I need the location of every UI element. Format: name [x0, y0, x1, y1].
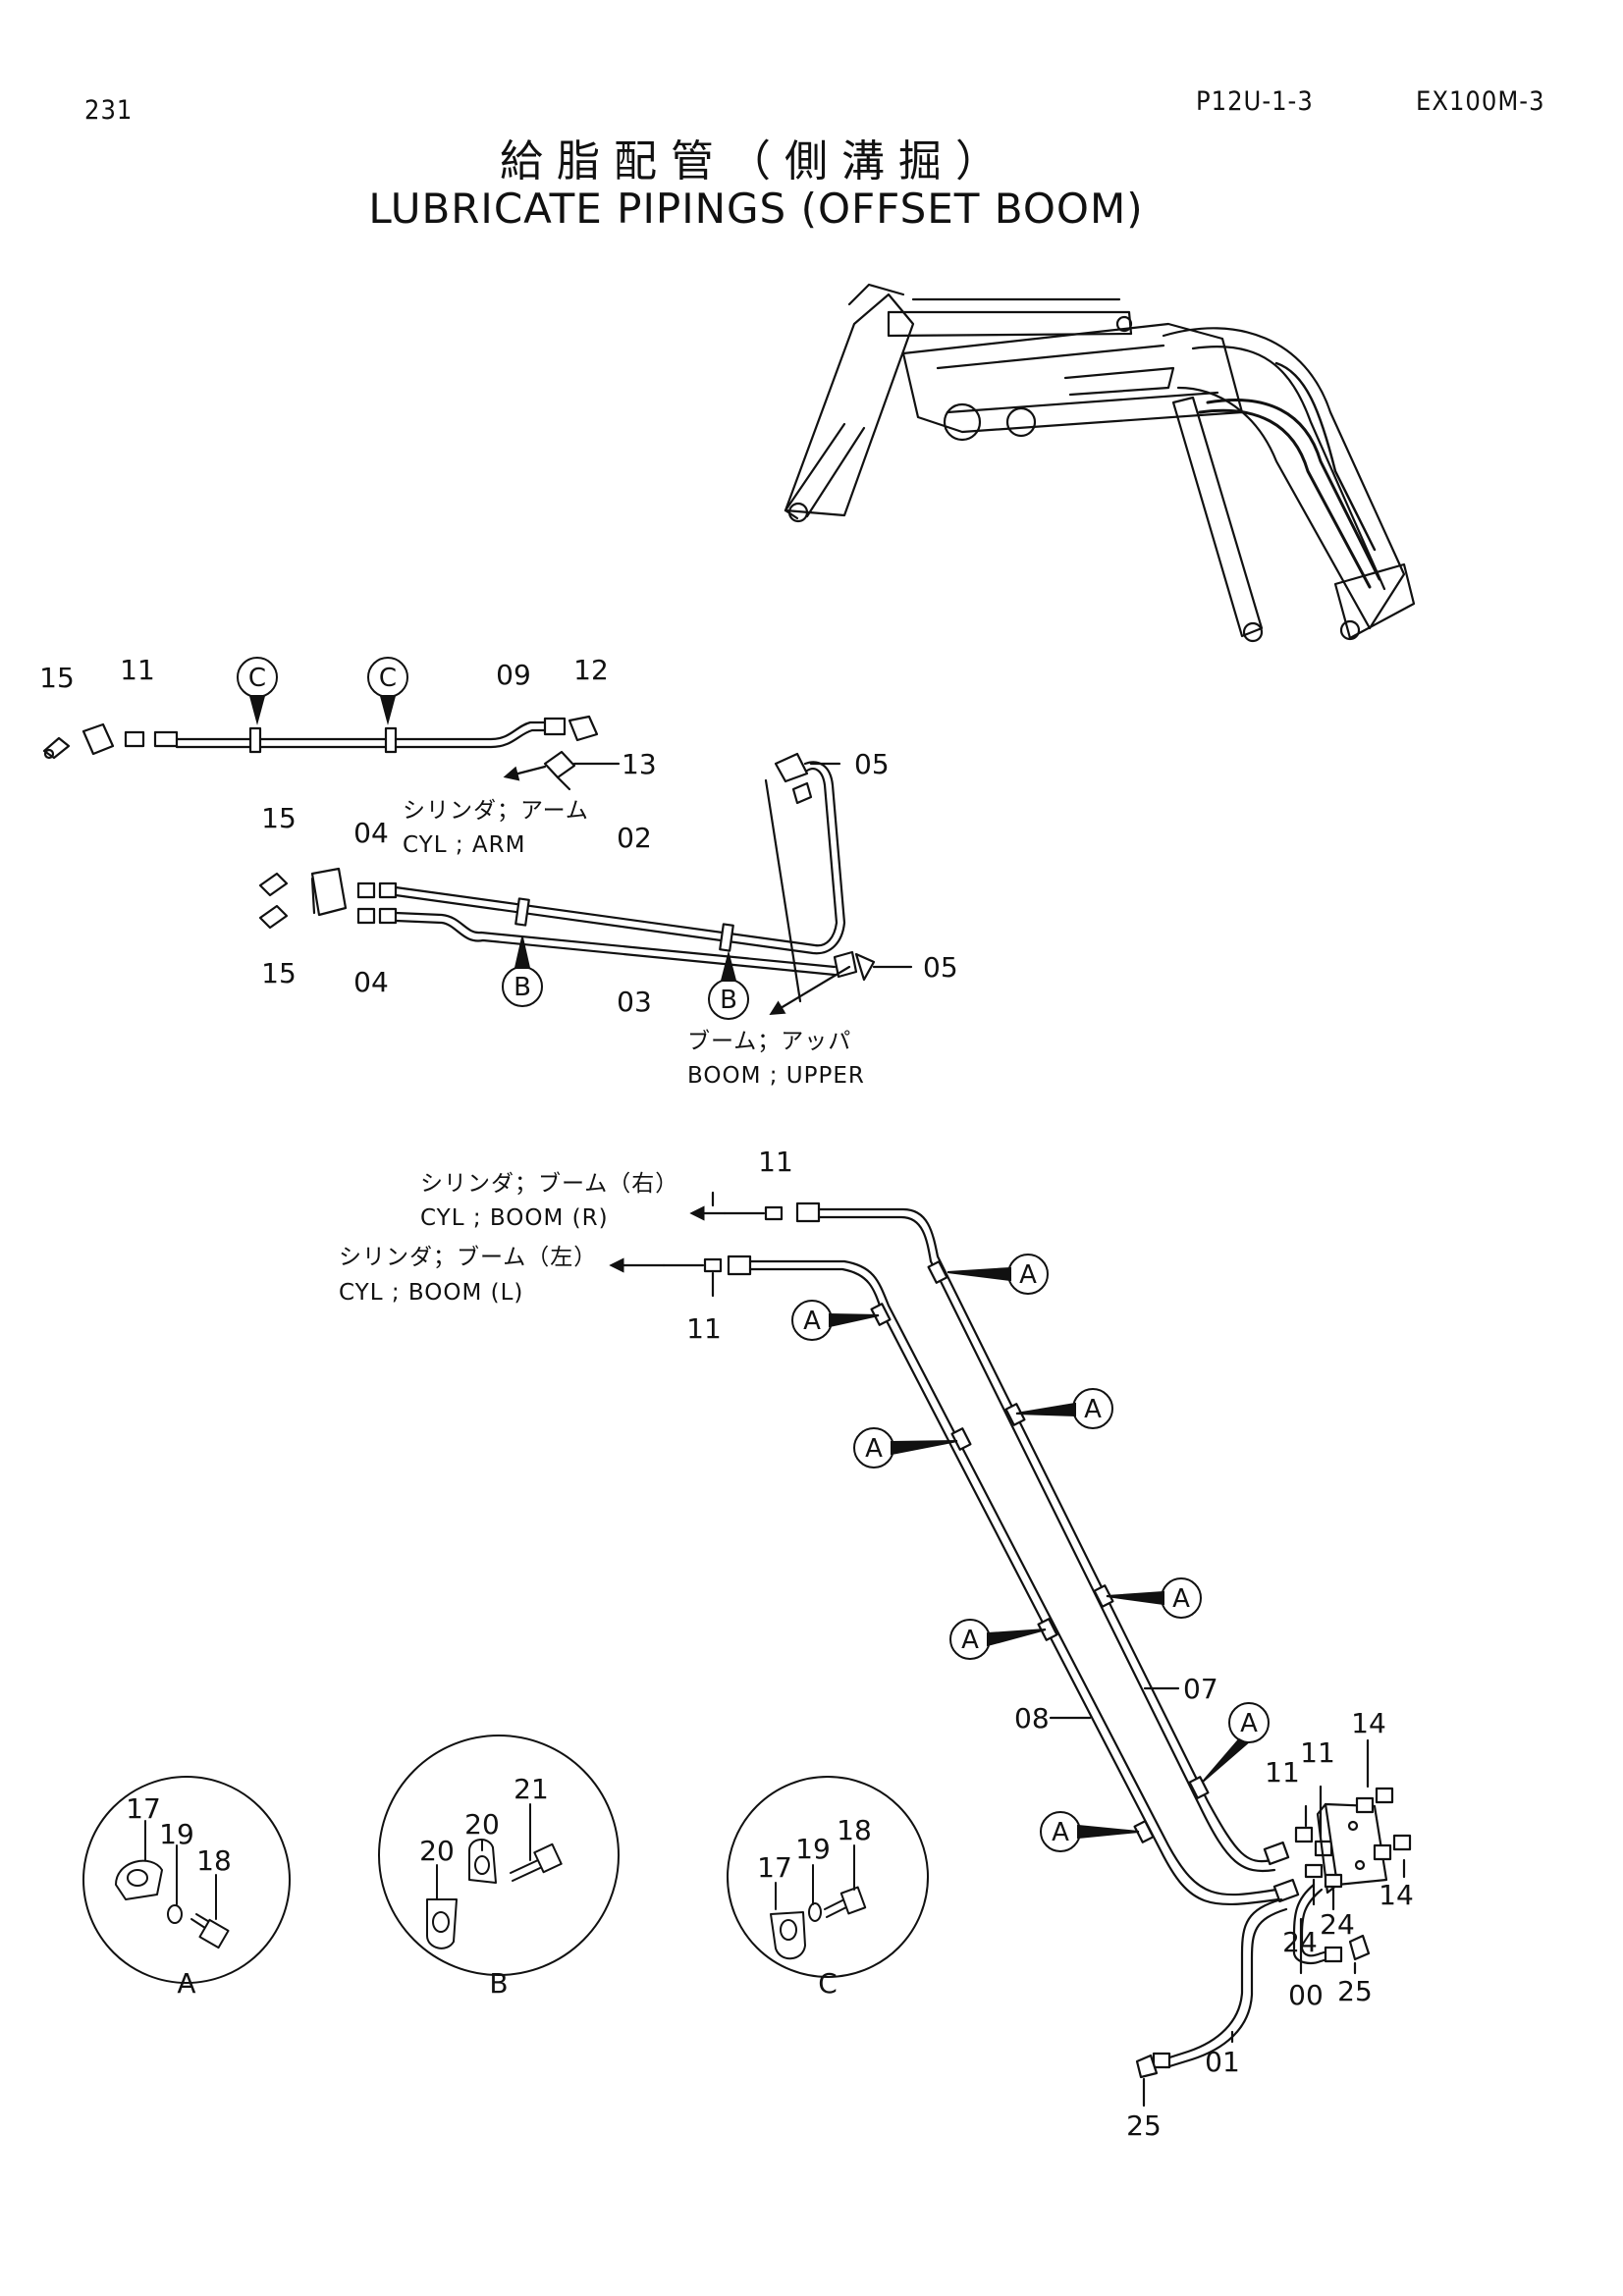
label-05: 05 — [923, 951, 958, 984]
label-07: 07 — [1183, 1673, 1218, 1705]
svg-text:20: 20 — [464, 1808, 500, 1841]
caption-boom-l-en: CYL ; BOOM (L) — [339, 1280, 523, 1306]
title-japanese: 給脂配管（側溝掘） — [500, 136, 1012, 187]
svg-text:A: A — [1084, 1395, 1102, 1424]
label-11: 11 — [686, 1312, 722, 1345]
svg-text:19: 19 — [159, 1818, 194, 1850]
caption-boom-upper-en: BOOM ; UPPER — [687, 1063, 865, 1089]
title-english: LUBRICATE PIPINGS (OFFSET BOOM) — [368, 185, 1144, 233]
label-24: 24 — [1320, 1908, 1355, 1941]
svg-text:A: A — [961, 1626, 979, 1655]
label-25: 25 — [1126, 2109, 1162, 2142]
svg-text:C: C — [248, 664, 266, 693]
destination-captions: シリンダ；アーム CYL ; ARM ブーム；アッパ BOOM ; UPPER … — [339, 798, 865, 1306]
caption-boom-l-jp: シリンダ；ブーム（左） — [339, 1245, 597, 1270]
svg-text:19: 19 — [795, 1833, 831, 1865]
detail-view-b — [378, 1735, 620, 1976]
detail-label-a: A — [177, 1967, 195, 2000]
label-14: 14 — [1351, 1707, 1386, 1739]
callout-bubbles — [237, 657, 1270, 1852]
boom-arm-illustration — [784, 283, 1416, 643]
svg-text:C: C — [379, 664, 397, 693]
label-04: 04 — [353, 966, 389, 998]
svg-text:B: B — [720, 986, 737, 1015]
svg-text:A: A — [1019, 1260, 1037, 1290]
detail-view-c — [727, 1776, 929, 1978]
caption-boom-r-jp: シリンダ；ブーム（右） — [420, 1171, 678, 1197]
label-15: 15 — [39, 662, 75, 694]
label-03: 03 — [617, 986, 652, 1018]
svg-text:18: 18 — [837, 1814, 872, 1846]
label-11: 11 — [758, 1146, 793, 1178]
label-12: 12 — [573, 654, 609, 686]
svg-text:A: A — [865, 1434, 883, 1464]
label-15: 15 — [261, 802, 297, 834]
detail-view-a — [82, 1776, 291, 1984]
label-08: 08 — [1014, 1702, 1050, 1735]
model-number: EX100M-3 — [1416, 86, 1545, 117]
svg-text:A: A — [1052, 1818, 1069, 1847]
arm-pipe-assembly — [42, 715, 621, 791]
label-00: 00 — [1288, 1979, 1324, 2011]
label-14: 14 — [1379, 1879, 1414, 1911]
label-11: 11 — [120, 654, 155, 686]
label-02: 02 — [617, 822, 652, 854]
svg-text:A: A — [803, 1307, 821, 1336]
svg-text:B: B — [514, 973, 531, 1002]
label-11: 11 — [1265, 1756, 1300, 1789]
group-code: P12U-1-3 — [1196, 86, 1314, 117]
boom-upper-pipe-assembly — [258, 752, 913, 1015]
label-11: 11 — [1300, 1736, 1335, 1769]
caption-boom-upper-jp: ブーム；アッパ — [687, 1029, 851, 1054]
label-04: 04 — [353, 817, 389, 849]
boom-cylinder-pipe-assembly — [609, 1191, 1412, 2108]
caption-arm-jp: シリンダ；アーム — [403, 798, 589, 824]
label-24: 24 — [1282, 1926, 1318, 1958]
svg-text:20: 20 — [419, 1835, 455, 1867]
part-number-labels: 15 11 09 12 13 05 15 04 02 15 04 03 05 1… — [39, 654, 1414, 2142]
caption-arm-en: CYL ; ARM — [403, 832, 525, 858]
callout-letters: C C B B A A A A A A A A — [248, 664, 1258, 1847]
label-09: 09 — [496, 659, 531, 691]
svg-text:A: A — [1240, 1709, 1258, 1738]
page-number: 231 — [84, 95, 134, 126]
svg-text:21: 21 — [514, 1773, 549, 1805]
label-01: 01 — [1205, 2046, 1240, 2078]
caption-boom-r-en: CYL ; BOOM (R) — [420, 1205, 609, 1231]
label-13: 13 — [622, 748, 657, 780]
svg-text:18: 18 — [196, 1844, 232, 1877]
detail-label-b: B — [489, 1967, 508, 2000]
label-25: 25 — [1337, 1975, 1373, 2007]
svg-text:17: 17 — [757, 1851, 792, 1884]
svg-text:17: 17 — [126, 1792, 161, 1825]
svg-text:A: A — [1172, 1584, 1190, 1614]
detail-label-c: C — [818, 1967, 838, 2000]
label-15: 15 — [261, 957, 297, 989]
detail-labels: 17 19 18 A 20 20 21 B 17 19 18 C — [126, 1773, 872, 2000]
label-05: 05 — [854, 748, 890, 780]
